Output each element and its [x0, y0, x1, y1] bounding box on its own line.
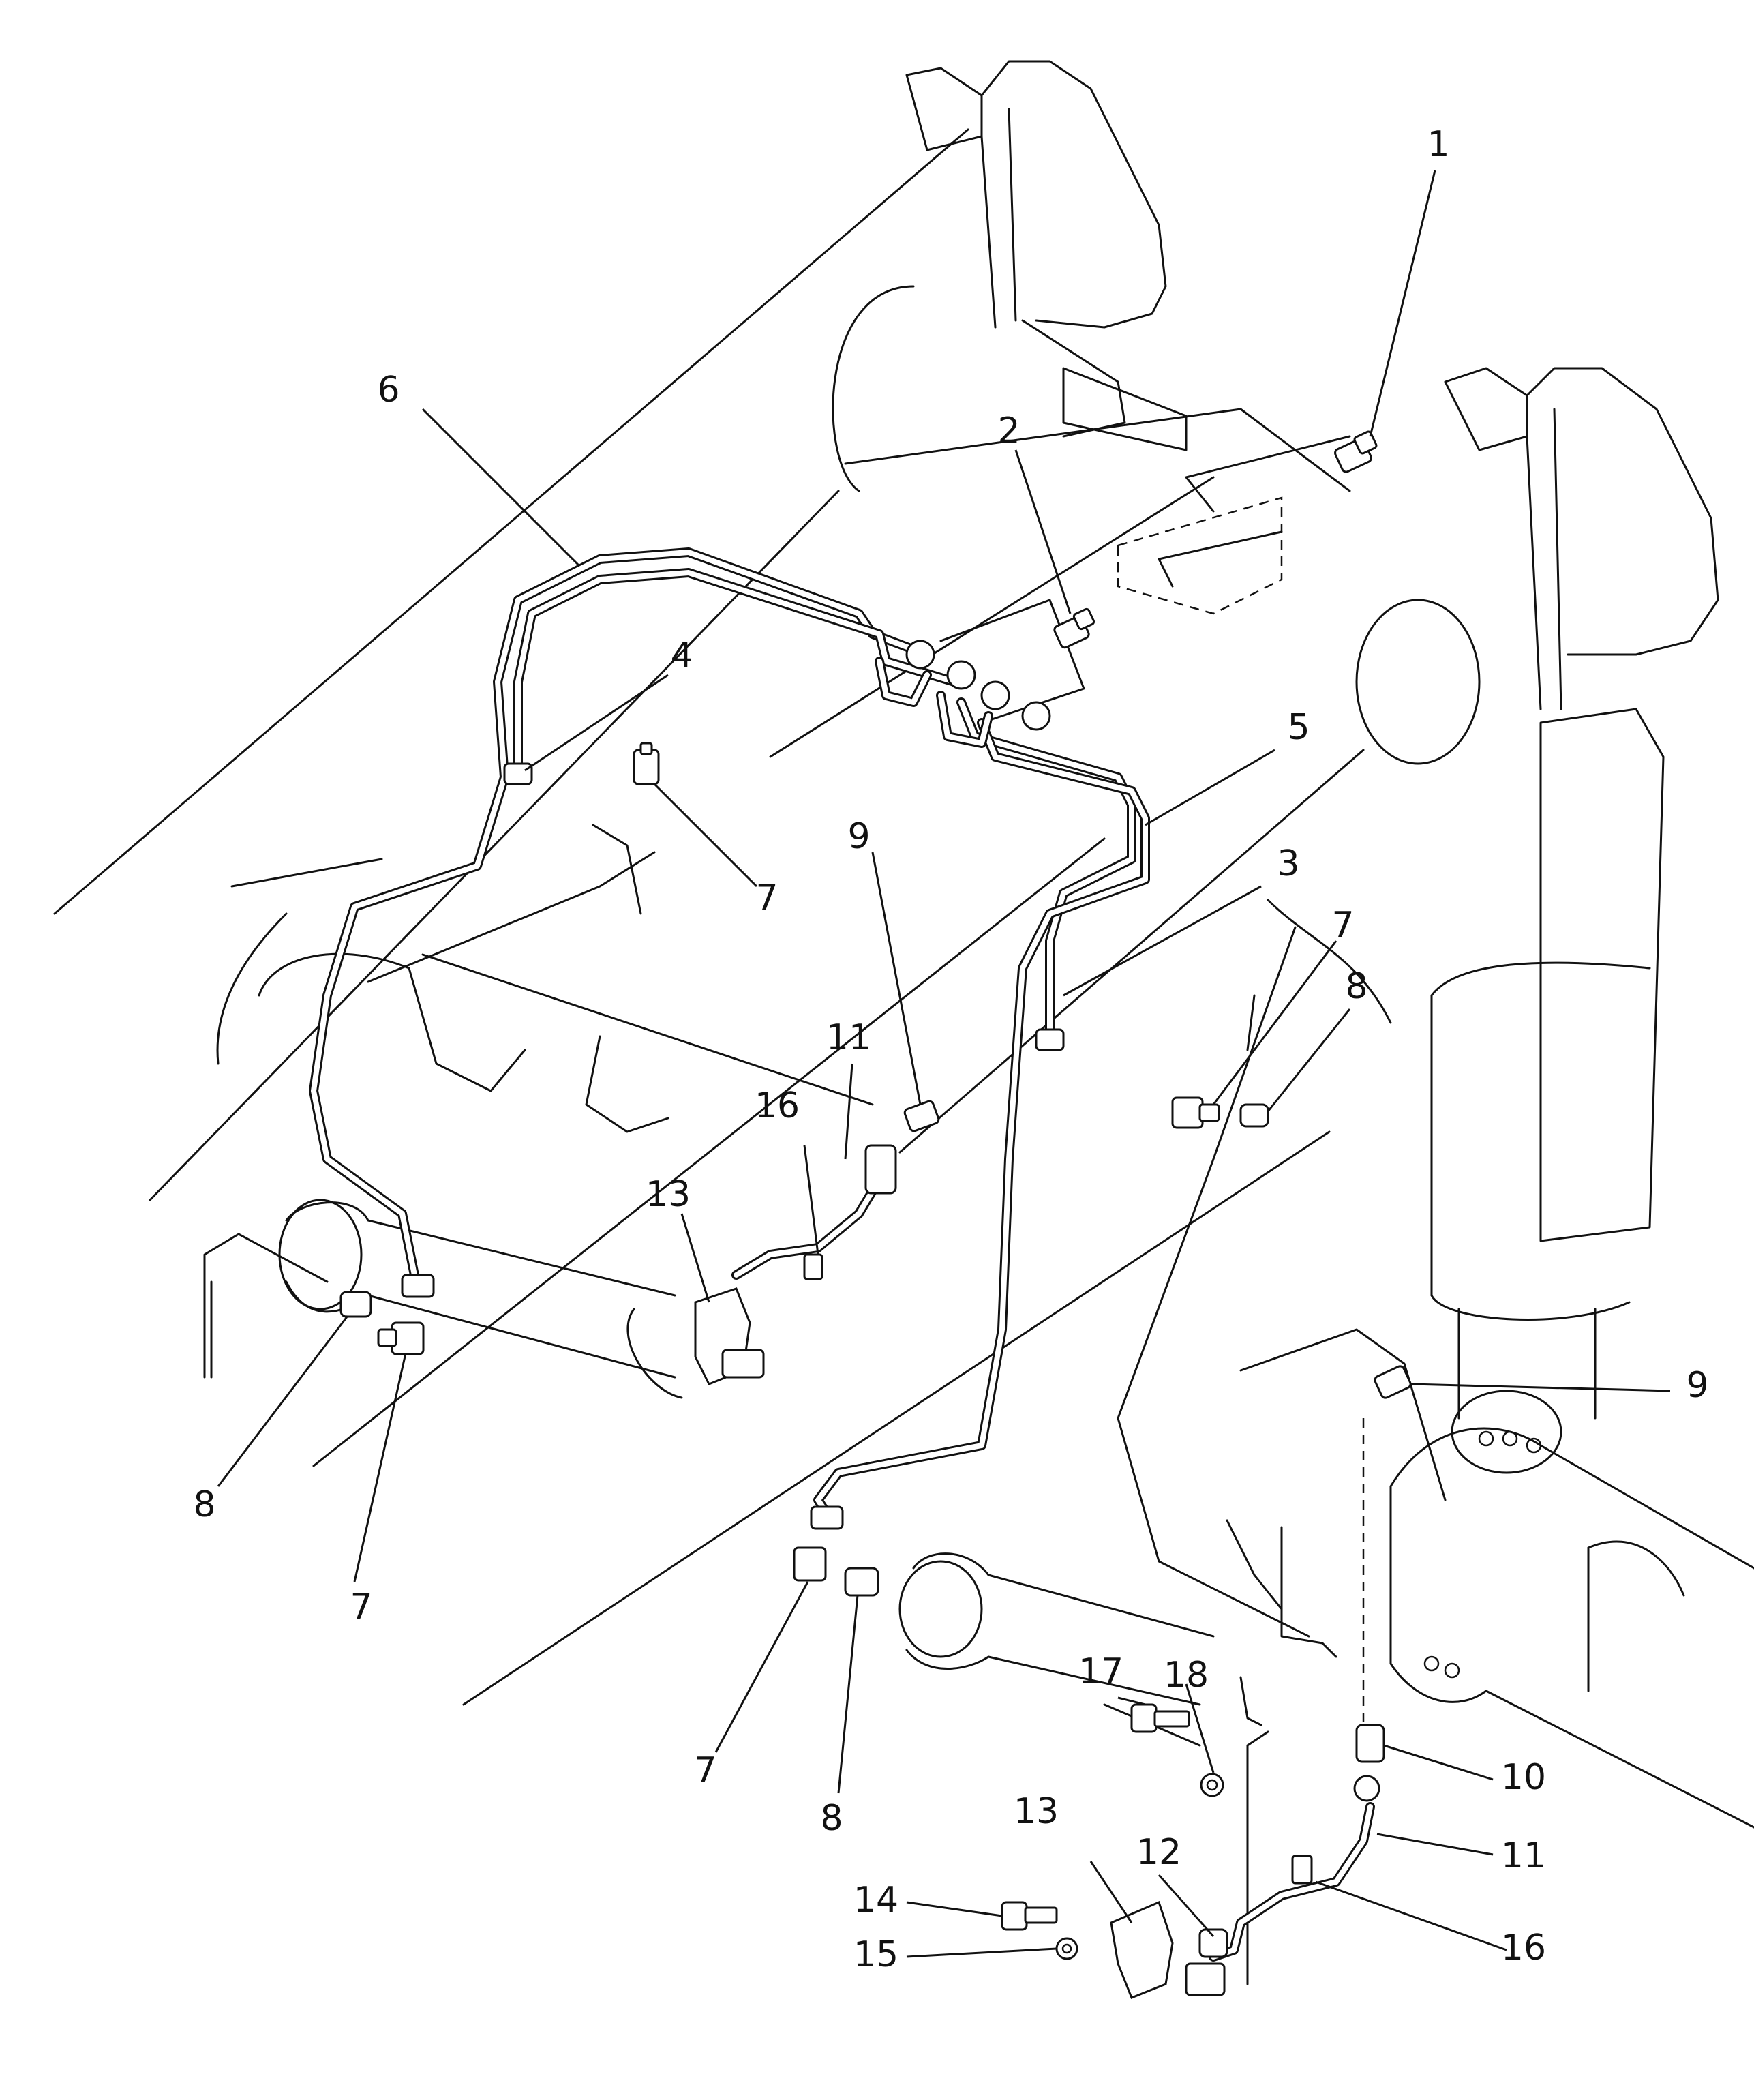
grease-tubes	[309, 548, 1375, 1962]
callout-3: 3	[1277, 843, 1299, 884]
callout-8-left: 8	[193, 1484, 215, 1525]
callout-labels: 1 2 3 4 5 6 7 7 7 7 8 8 8 9 9 10 11 11 1…	[193, 124, 1708, 1975]
callout-9-mid: 9	[847, 816, 870, 857]
machine-frame	[53, 60, 1754, 1985]
callout-9-right: 9	[1686, 1365, 1708, 1406]
callout-14: 14	[853, 1880, 898, 1921]
callout-16-lower: 16	[1501, 1927, 1546, 1968]
callout-5: 5	[1287, 707, 1310, 748]
callout-8-mid: 8	[1345, 966, 1367, 1007]
callout-11-upper: 11	[826, 1017, 871, 1058]
callout-4: 4	[670, 635, 693, 676]
grease-manifold	[939, 435, 1351, 724]
callout-8-lower: 8	[820, 1798, 843, 1839]
callout-16-upper: 16	[755, 1085, 800, 1126]
callout-11-lower: 11	[1501, 1835, 1546, 1876]
callout-7-mid: 7	[1331, 905, 1354, 946]
callout-7-top: 7	[755, 877, 778, 918]
callout-7-lower: 7	[694, 1750, 716, 1791]
callout-10: 10	[1501, 1757, 1546, 1798]
callout-13-lower: 13	[1014, 1791, 1059, 1832]
callout-12: 12	[1136, 1832, 1181, 1873]
callout-7-left: 7	[350, 1587, 372, 1627]
callout-6: 6	[377, 370, 399, 410]
leader-lines	[217, 170, 1671, 1958]
callout-18: 18	[1164, 1655, 1209, 1696]
fittings	[339, 430, 1412, 1999]
callout-1: 1	[1427, 124, 1449, 165]
callout-2: 2	[997, 410, 1020, 451]
callout-15: 15	[853, 1934, 898, 1975]
callout-17: 17	[1078, 1651, 1123, 1692]
callout-13-upper: 13	[646, 1174, 691, 1215]
